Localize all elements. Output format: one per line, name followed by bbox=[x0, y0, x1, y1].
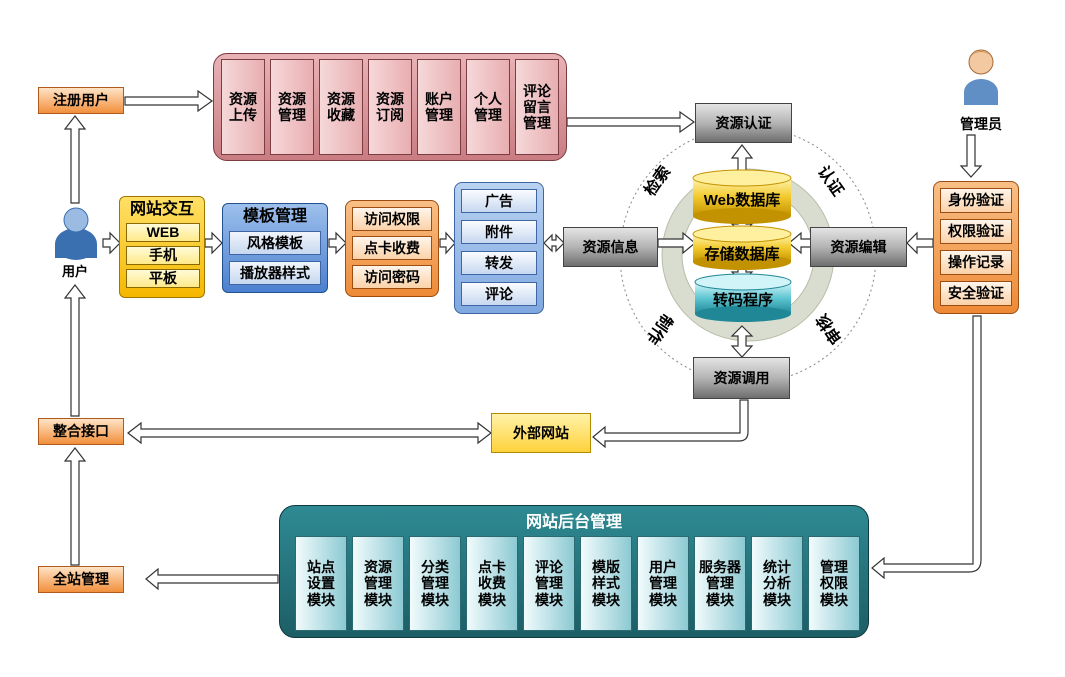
resource-info-box[interactable]: 资源信息 bbox=[563, 227, 658, 267]
extra-forward[interactable]: 转发 bbox=[461, 251, 537, 275]
user-function-cell[interactable]: 资源 收藏 bbox=[319, 59, 363, 155]
arrow-external-interface bbox=[127, 421, 492, 445]
arrow-auth-to-edit bbox=[906, 231, 934, 255]
extra-ads[interactable]: 广告 bbox=[461, 189, 537, 213]
arrow-admin-to-auth bbox=[959, 134, 983, 178]
backend-module[interactable]: 统计 分析 模块 bbox=[751, 536, 803, 631]
site-management-box[interactable]: 全站管理 bbox=[38, 566, 124, 593]
backend-module[interactable]: 管理 权限 模块 bbox=[808, 536, 860, 631]
web-db-cylinder bbox=[692, 169, 792, 224]
arrow-site-to-template bbox=[204, 231, 223, 255]
user-function-cell[interactable]: 资源 上传 bbox=[221, 59, 265, 155]
style-template[interactable]: 风格模板 bbox=[229, 231, 321, 255]
arrow-template-to-access bbox=[328, 231, 347, 255]
security-verification[interactable]: 安全验证 bbox=[940, 281, 1012, 306]
register-user-label: 注册用户 bbox=[53, 92, 109, 109]
user-icon bbox=[55, 207, 97, 260]
backend-module[interactable]: 资源 管理 模块 bbox=[352, 536, 404, 631]
resource-cert-box[interactable]: 资源认证 bbox=[695, 103, 792, 143]
identity-verification[interactable]: 身份验证 bbox=[940, 188, 1012, 213]
user-function-cell[interactable]: 评论 留言 管理 bbox=[515, 59, 559, 155]
backend-module[interactable]: 站点 设置 模块 bbox=[295, 536, 347, 631]
admin-auth-panel: 身份验证 权限验证 操作记录 安全验证 bbox=[933, 181, 1019, 314]
operation-log[interactable]: 操作记录 bbox=[940, 250, 1012, 275]
backend-title: 网站后台管理 bbox=[525, 513, 622, 531]
arrow-extras-info bbox=[543, 233, 565, 253]
user-function-cell[interactable]: 个人 管理 bbox=[466, 59, 510, 155]
backend-module[interactable]: 服务器 管理 模块 bbox=[694, 536, 746, 631]
access-panel: 访问权限 点卡收费 访问密码 bbox=[345, 200, 439, 297]
user-label: 用户 bbox=[61, 263, 88, 279]
arrow-auth-to-backend bbox=[871, 315, 982, 580]
storage-db-cylinder bbox=[692, 225, 792, 270]
backend-module[interactable]: 用户 管理 模块 bbox=[637, 536, 689, 631]
site-interaction-panel: 网站交互 WEB 手机 平板 bbox=[119, 196, 205, 298]
access-password[interactable]: 访问密码 bbox=[352, 265, 432, 289]
arrow-access-to-extras bbox=[439, 231, 456, 255]
interaction-tablet[interactable]: 平板 bbox=[126, 269, 200, 288]
register-user-box[interactable]: 注册用户 bbox=[38, 87, 124, 114]
permission-verification[interactable]: 权限验证 bbox=[940, 219, 1012, 244]
arrow-panel-to-cert bbox=[566, 110, 696, 134]
player-style[interactable]: 播放器样式 bbox=[229, 261, 321, 285]
access-permission[interactable]: 访问权限 bbox=[352, 207, 432, 231]
arrow-user-to-register bbox=[63, 115, 87, 204]
arrow-sitemgmt-to-interface bbox=[63, 447, 87, 566]
external-site-box[interactable]: 外部网站 bbox=[491, 413, 591, 453]
arrow-call-to-external bbox=[592, 399, 749, 449]
site-interaction-title: 网站交互 bbox=[129, 200, 194, 218]
extra-comment[interactable]: 评论 bbox=[461, 282, 537, 306]
user-function-cell[interactable]: 资源 订阅 bbox=[368, 59, 412, 155]
resource-call-box[interactable]: 资源调用 bbox=[693, 357, 790, 399]
arrow-edit-to-db bbox=[788, 231, 812, 255]
user-functions-panel: 资源 上传资源 管理资源 收藏资源 订阅账户 管理个人 管理评论 留言 管理 bbox=[213, 53, 567, 161]
backend-module[interactable]: 模版 样式 模块 bbox=[580, 536, 632, 631]
backend-module[interactable]: 点卡 收费 模块 bbox=[466, 536, 518, 631]
arrow-register-to-panel bbox=[124, 89, 214, 113]
backend-module[interactable]: 分类 管理 模块 bbox=[409, 536, 461, 631]
transcode-label: 转码程序 bbox=[712, 292, 773, 310]
card-charging[interactable]: 点卡收费 bbox=[352, 236, 432, 260]
storage-db-label: 存储数据库 bbox=[704, 246, 780, 264]
integration-interface-label: 整合接口 bbox=[53, 423, 109, 440]
transcode-cylinder bbox=[694, 273, 792, 322]
backend-management-panel: 网站后台管理 站点 设置 模块资源 管理 模块分类 管理 模块点卡 收费 模块评… bbox=[279, 505, 869, 638]
user-function-cell[interactable]: 账户 管理 bbox=[417, 59, 461, 155]
interaction-web[interactable]: WEB bbox=[126, 223, 200, 242]
resource-edit-box[interactable]: 资源编辑 bbox=[810, 227, 907, 267]
admin-icon bbox=[964, 49, 998, 105]
backend-module[interactable]: 评论 管理 模块 bbox=[523, 536, 575, 631]
arrow-backend-to-sitemgmt bbox=[145, 567, 279, 591]
template-management-panel: 模板管理 风格模板 播放器样式 bbox=[222, 203, 328, 293]
extra-attachment[interactable]: 附件 bbox=[461, 220, 537, 244]
arrow-user-to-site bbox=[102, 231, 121, 255]
arrow-interface-to-user bbox=[63, 284, 87, 417]
extras-panel: 广告 附件 转发 评论 bbox=[454, 182, 544, 314]
integration-interface-box[interactable]: 整合接口 bbox=[38, 418, 124, 445]
site-management-label: 全站管理 bbox=[53, 571, 109, 588]
arrow-info-to-db bbox=[657, 231, 696, 255]
user-function-cell[interactable]: 资源 管理 bbox=[270, 59, 314, 155]
admin-label: 管理员 bbox=[960, 115, 1002, 132]
web-db-label: Web数据库 bbox=[703, 192, 781, 210]
template-management-title: 模板管理 bbox=[242, 207, 307, 225]
interaction-mobile[interactable]: 手机 bbox=[126, 246, 200, 265]
